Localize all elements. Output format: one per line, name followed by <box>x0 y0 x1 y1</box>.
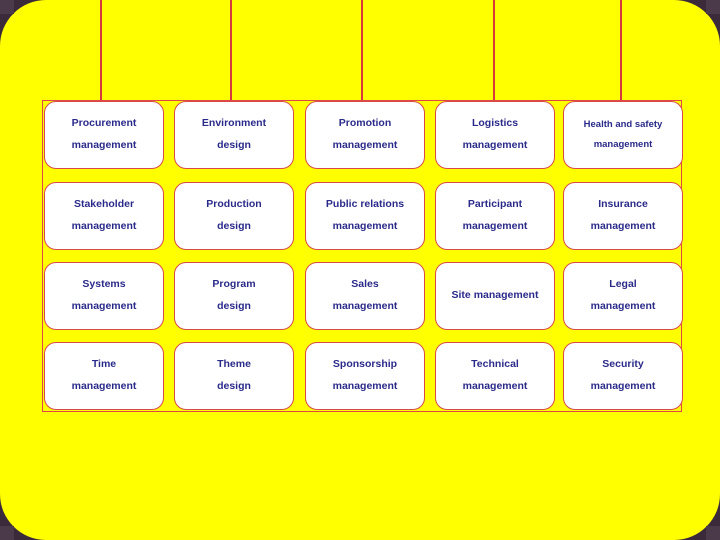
connector-line-1 <box>100 0 102 102</box>
box-subtitle: management <box>590 300 656 312</box>
box-title: Promotion <box>338 117 392 130</box>
knowledge-area-grid: Procurement management Environment desig… <box>42 100 683 412</box>
box-title: Sponsorship <box>332 358 398 371</box>
box-legal-management: Legal management <box>563 262 683 330</box>
box-systems-management: Systems management <box>44 262 164 330</box>
box-title: Theme <box>217 358 251 371</box>
box-title: Stakeholder <box>73 198 135 211</box>
box-title: Systems <box>82 278 126 291</box>
box-subtitle: design <box>217 220 251 232</box>
corner-top-left <box>0 0 14 14</box>
corner-top-right <box>706 0 720 14</box>
box-title: Procurement <box>71 117 137 130</box>
box-program-design: Program design <box>174 262 294 330</box>
box-promotion-management: Promotion management <box>305 101 425 169</box>
box-subtitle: design <box>217 300 251 312</box>
box-subtitle: management <box>590 220 656 232</box>
box-title: Public relations <box>325 198 405 211</box>
box-health-and-safety-management: Health and safety management <box>563 101 683 169</box>
box-insurance-management: Insurance management <box>563 182 683 250</box>
box-subtitle: management <box>71 300 137 312</box>
corner-bottom-left <box>0 526 14 540</box>
box-subtitle: design <box>217 139 251 151</box>
box-subtitle: management <box>332 220 398 232</box>
box-subtitle: management <box>332 380 398 392</box>
box-site-management: Site management <box>435 262 555 330</box>
box-subtitle: management <box>71 220 137 232</box>
box-title: Insurance <box>598 198 648 211</box>
box-subtitle: management <box>332 300 398 312</box>
box-title: Legal <box>609 278 637 291</box>
box-security-management: Security management <box>563 342 683 410</box>
box-subtitle: management <box>462 220 528 232</box>
box-sponsorship-management: Sponsorship management <box>305 342 425 410</box>
box-subtitle: management <box>71 139 137 151</box>
box-title: Health and safety <box>583 118 663 130</box>
connector-line-4 <box>493 0 495 102</box>
box-subtitle: management <box>71 380 137 392</box>
box-title: Security <box>602 358 644 371</box>
box-environment-design: Environment design <box>174 101 294 169</box>
box-title: Environment <box>201 117 267 130</box>
box-title: Sales <box>351 278 379 291</box>
box-subtitle: management <box>332 139 398 151</box>
box-subtitle: management <box>462 139 528 151</box>
box-procurement-management: Procurement management <box>44 101 164 169</box>
connector-line-5 <box>620 0 622 102</box>
connector-line-2 <box>230 0 232 102</box>
box-title: Site management <box>451 289 539 302</box>
box-title: Participant <box>467 198 523 211</box>
box-sales-management: Sales management <box>305 262 425 330</box>
box-title: Logistics <box>471 117 519 130</box>
box-title: Time <box>91 358 117 371</box>
corner-bottom-right <box>706 526 720 540</box>
box-title: Technical <box>471 358 519 371</box>
box-subtitle: management <box>590 380 656 392</box>
box-subtitle: management <box>593 139 653 150</box>
box-theme-design: Theme design <box>174 342 294 410</box>
box-public-relations-management: Public relations management <box>305 182 425 250</box>
box-title: Production <box>206 198 262 211</box>
box-title: Program <box>212 278 256 291</box>
box-subtitle: design <box>217 380 251 392</box>
box-production-design: Production design <box>174 182 294 250</box>
box-participant-management: Participant management <box>435 182 555 250</box>
box-time-management: Time management <box>44 342 164 410</box>
connector-line-3 <box>361 0 363 102</box>
box-logistics-management: Logistics management <box>435 101 555 169</box>
box-technical-management: Technical management <box>435 342 555 410</box>
box-stakeholder-management: Stakeholder management <box>44 182 164 250</box>
box-subtitle: management <box>462 380 528 392</box>
